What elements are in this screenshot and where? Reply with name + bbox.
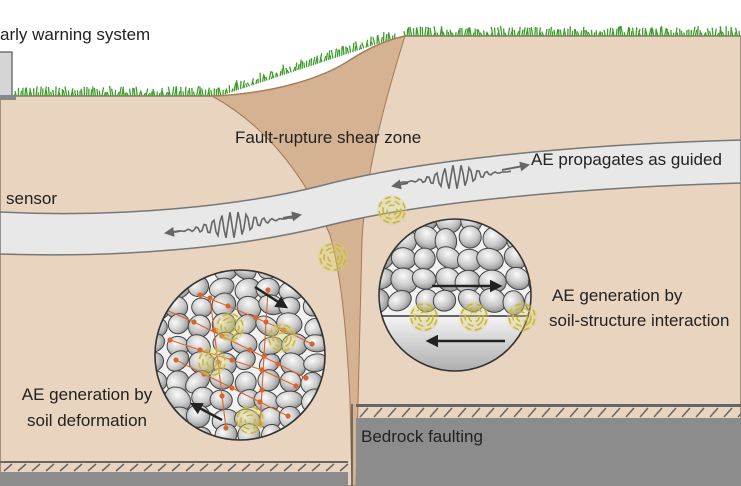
bedrock-left (0, 461, 349, 486)
grass-right (403, 25, 741, 37)
wave-signal-left (164, 211, 302, 239)
bedrock-right (356, 404, 741, 486)
guided-wave-label: AE propagates as guided (531, 150, 722, 169)
bedrock-label: Bedrock faulting (361, 427, 483, 446)
early-warning-label: arly warning system (0, 25, 151, 44)
sensor-label: sensor (6, 189, 58, 208)
early-warning-sensor-box (0, 51, 16, 100)
wave-signal-right (391, 161, 530, 190)
structure-label-line1: AE generation by (552, 286, 683, 305)
grass-left (13, 32, 396, 97)
deformation-label-line2: soil deformation (26, 411, 147, 430)
ae-emission-markers (197, 195, 537, 435)
fault-shear-zone (210, 35, 406, 486)
deformation-label-line1: AE generation by (21, 385, 153, 404)
shear-zone-label: Fault-rupture shear zone (235, 128, 422, 147)
structure-label-line2: soil-structure interaction (549, 311, 730, 330)
